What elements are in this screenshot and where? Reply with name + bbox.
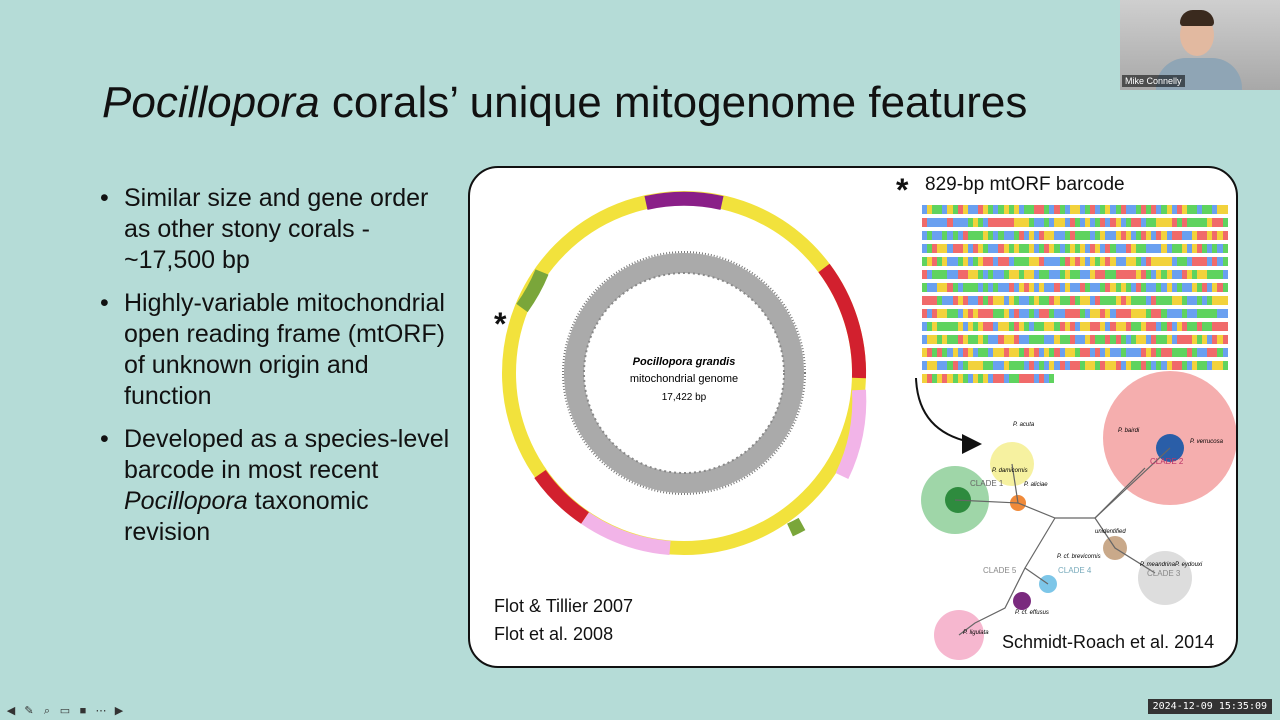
slide-title: Pocillopora corals’ unique mitogenome fe… [102, 78, 1028, 127]
sequence-row [922, 295, 1228, 306]
species-label: P. cf. brevicornis [1057, 554, 1101, 560]
sequence-row [922, 204, 1228, 215]
presentation-toolbar: ◀ ✎ ⌕ ▭ ■ ⋯ ▶ [4, 704, 126, 718]
species-label: P. cf. effusus [1015, 610, 1049, 616]
species-label: P. verrucosa [1190, 439, 1224, 445]
genome-species: Pocillopora grandis [633, 356, 736, 368]
sequence-alignment [922, 204, 1228, 386]
clade-label: CLADE 5 [983, 566, 1017, 575]
clade-label: CLADE 1 [970, 479, 1004, 488]
clade-label: CLADE 2 [1150, 457, 1184, 466]
citation-flot-tillier: Flot & Tillier 2007 [494, 596, 634, 616]
arrow-icon [915, 377, 982, 454]
zoom-icon[interactable]: ⌕ [43, 705, 51, 717]
species-label: unidentified [1095, 529, 1126, 535]
species-label: P. bairdi [1118, 428, 1140, 434]
sequence-row [922, 217, 1228, 228]
sequence-row [922, 256, 1228, 267]
genome-size: 17,422 bp [662, 392, 707, 403]
next-slide-icon[interactable]: ▶ [114, 705, 124, 717]
previous-slide-icon[interactable]: ◀ [6, 705, 16, 717]
sequence-row [922, 243, 1228, 254]
sequence-row [922, 308, 1228, 319]
participant-hair [1180, 10, 1214, 26]
genome-label: mitochondrial genome [630, 373, 738, 385]
asterisk-barcode: * [896, 172, 909, 208]
captions-icon[interactable]: ▭ [59, 705, 71, 717]
video-icon[interactable]: ■ [79, 705, 87, 717]
participant-video[interactable]: Mike Connelly [1120, 0, 1280, 90]
sequence-row [922, 360, 1228, 371]
citation-schmidt-roach: Schmidt-Roach et al. 2014 [1002, 632, 1215, 652]
species-label: P. ligulata [963, 630, 989, 636]
bullet-item: Developed as a species-level barcode in … [100, 424, 450, 548]
barcode-title: 829-bp mtORF barcode [925, 174, 1125, 195]
sequence-row [922, 373, 1228, 384]
sequence-row [922, 321, 1228, 332]
asterisk-genome: * [494, 306, 507, 342]
bullet-list: Similar size and gene order as other sto… [100, 183, 450, 560]
sequence-row [922, 282, 1228, 293]
sequence-row [922, 334, 1228, 345]
pen-icon[interactable]: ✎ [24, 705, 34, 717]
citation-flot-2008: Flot et al. 2008 [494, 624, 614, 644]
species-label: P. damicornis [992, 468, 1028, 474]
timestamp: 2024-12-09 15:35:09 [1147, 699, 1272, 714]
participant-name: Mike Connelly [1122, 75, 1185, 87]
species-label: P. acuta [1013, 422, 1035, 428]
sequence-row [922, 230, 1228, 241]
clade-label: CLADE 4 [1058, 566, 1092, 575]
bullet-item: Highly-variable mitochondrial open readi… [100, 288, 450, 412]
species-label: P. meandrina [1140, 562, 1176, 568]
species-label: P. eydouxi [1175, 562, 1203, 568]
genome-map: Pocillopora grandis mitochondrial genome… [502, 191, 867, 555]
species-label: P. aliciae [1024, 482, 1048, 488]
haplotype-network: CLADE 1 CLADE 2 CLADE 3 CLADE 4 CLADE 5 … [921, 371, 1236, 660]
sequence-row [922, 269, 1228, 280]
sequence-row [922, 347, 1228, 358]
more-icon[interactable]: ⋯ [95, 705, 107, 717]
clade-label: CLADE 3 [1147, 569, 1181, 578]
figure-panel: Pocillopora grandis mitochondrial genome… [468, 166, 1238, 668]
bullet-item: Similar size and gene order as other sto… [100, 183, 450, 276]
